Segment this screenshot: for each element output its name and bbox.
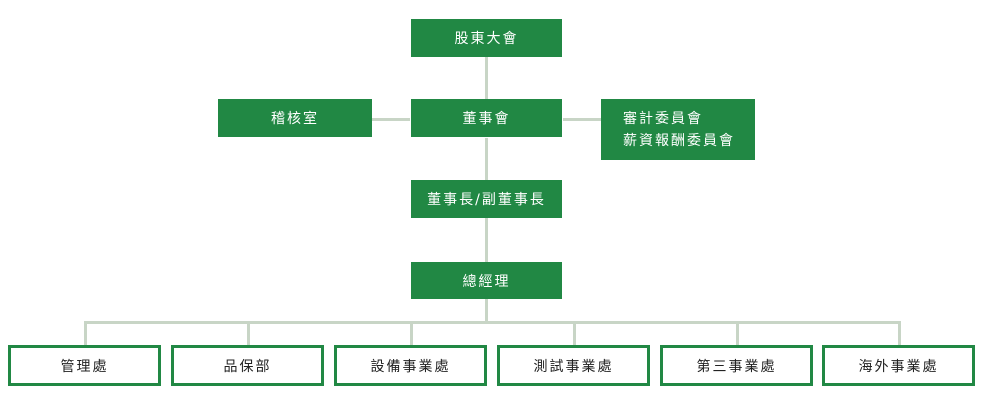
- compensation-committee-label: 薪資報酬委員會: [623, 132, 735, 149]
- shareholders-meeting-box: 股東大會: [411, 19, 562, 57]
- committees-box: 審計委員會 薪資報酬委員會: [601, 99, 755, 160]
- connector-dept-5: [736, 321, 739, 345]
- connector-dept-4: [573, 321, 576, 345]
- connector-dept-2: [247, 321, 250, 345]
- general-manager-box: 總經理: [411, 262, 562, 299]
- connector-horizontal-branch: [84, 321, 901, 324]
- dept-equipment-box: 設備事業處: [334, 345, 487, 386]
- connector-chairman-gm: [485, 218, 488, 262]
- dept-management-box: 管理處: [8, 345, 161, 386]
- audit-committee-label: 審計委員會: [623, 110, 703, 127]
- connector-dept-3: [410, 321, 413, 345]
- chairman-box: 董事長/副董事長: [411, 180, 562, 218]
- connector-gm-branch: [485, 299, 488, 322]
- connector-audit-board: [372, 118, 410, 121]
- connector-dept-6: [898, 321, 901, 345]
- audit-office-box: 稽核室: [218, 99, 372, 137]
- dept-third-box: 第三事業處: [660, 345, 813, 386]
- board-of-directors-box: 董事會: [411, 99, 562, 137]
- connector-board-chairman: [485, 138, 488, 180]
- connector-shareholders-board: [485, 57, 488, 99]
- dept-testing-box: 測試事業處: [497, 345, 650, 386]
- dept-quality-box: 品保部: [171, 345, 324, 386]
- connector-board-committees: [563, 118, 601, 121]
- dept-overseas-box: 海外事業處: [822, 345, 975, 386]
- connector-dept-1: [84, 321, 87, 345]
